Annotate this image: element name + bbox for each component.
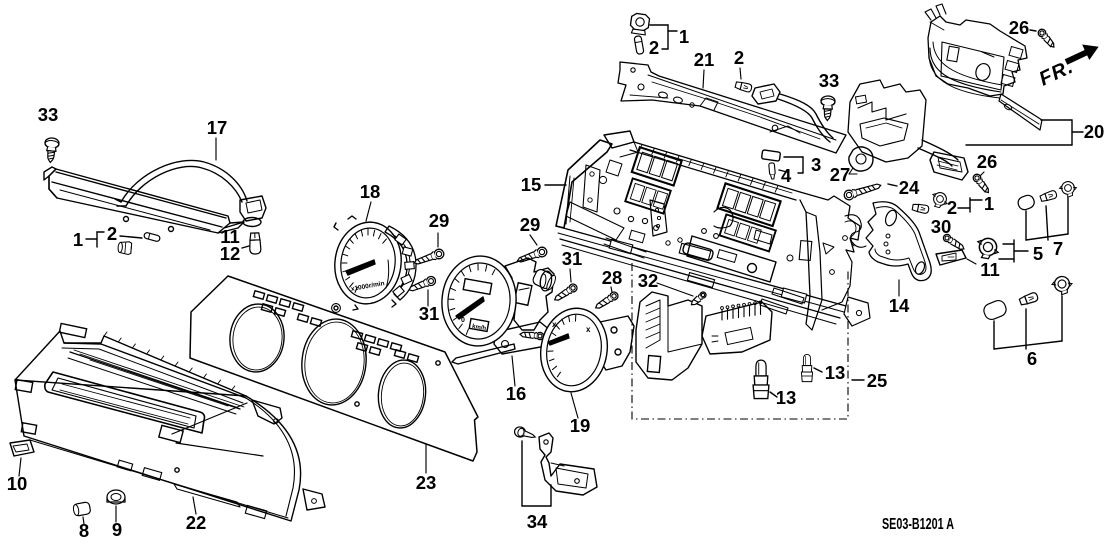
- svg-text:13: 13: [825, 362, 846, 383]
- svg-text:2: 2: [734, 47, 744, 68]
- svg-text:km/h: km/h: [472, 324, 487, 332]
- svg-text:1: 1: [679, 26, 689, 47]
- svg-text:33: 33: [819, 70, 840, 91]
- svg-text:0: 0: [461, 317, 465, 324]
- svg-text:31: 31: [419, 303, 440, 324]
- svg-text:24: 24: [899, 177, 920, 198]
- svg-text:9: 9: [112, 519, 122, 540]
- svg-text:x: x: [586, 325, 591, 334]
- svg-text:22: 22: [186, 512, 207, 533]
- svg-text:11: 11: [980, 259, 1000, 280]
- svg-text:29: 29: [520, 214, 541, 235]
- svg-text:7: 7: [1053, 238, 1063, 259]
- svg-text:14: 14: [889, 295, 910, 316]
- svg-text:2: 2: [649, 37, 659, 58]
- svg-text:19: 19: [570, 415, 591, 436]
- svg-text:26: 26: [977, 151, 998, 172]
- svg-text:2: 2: [947, 197, 957, 218]
- svg-text:3: 3: [811, 154, 821, 175]
- svg-text:10: 10: [7, 473, 28, 494]
- svg-text:SE03-B1201 A: SE03-B1201 A: [882, 516, 954, 533]
- svg-text:4: 4: [781, 165, 792, 186]
- svg-text:29: 29: [429, 210, 450, 231]
- svg-text:25: 25: [867, 370, 888, 391]
- svg-text:1: 1: [984, 193, 994, 214]
- svg-text:21: 21: [694, 49, 715, 70]
- svg-text:32: 32: [638, 270, 659, 291]
- svg-text:15: 15: [521, 174, 542, 195]
- svg-text:x: x: [552, 320, 557, 329]
- svg-text:11: 11: [220, 226, 240, 247]
- svg-text:23: 23: [416, 472, 437, 493]
- svg-text:16: 16: [506, 383, 527, 404]
- svg-text:2: 2: [107, 223, 117, 244]
- svg-text:30: 30: [931, 216, 952, 237]
- svg-text:6: 6: [1027, 348, 1037, 369]
- svg-text:31: 31: [562, 248, 583, 269]
- svg-text:20: 20: [1084, 121, 1105, 142]
- svg-text:27: 27: [830, 164, 851, 185]
- svg-text:18: 18: [360, 181, 381, 202]
- svg-text:33: 33: [38, 104, 59, 125]
- svg-text:17: 17: [207, 117, 228, 138]
- svg-text:12: 12: [220, 243, 241, 264]
- svg-text:1: 1: [73, 229, 83, 250]
- svg-text:28: 28: [602, 267, 623, 288]
- svg-text:13: 13: [776, 387, 797, 408]
- svg-text:8: 8: [79, 520, 89, 541]
- svg-text:5: 5: [1033, 243, 1043, 264]
- svg-text:26: 26: [1009, 17, 1030, 38]
- svg-text:34: 34: [527, 511, 548, 532]
